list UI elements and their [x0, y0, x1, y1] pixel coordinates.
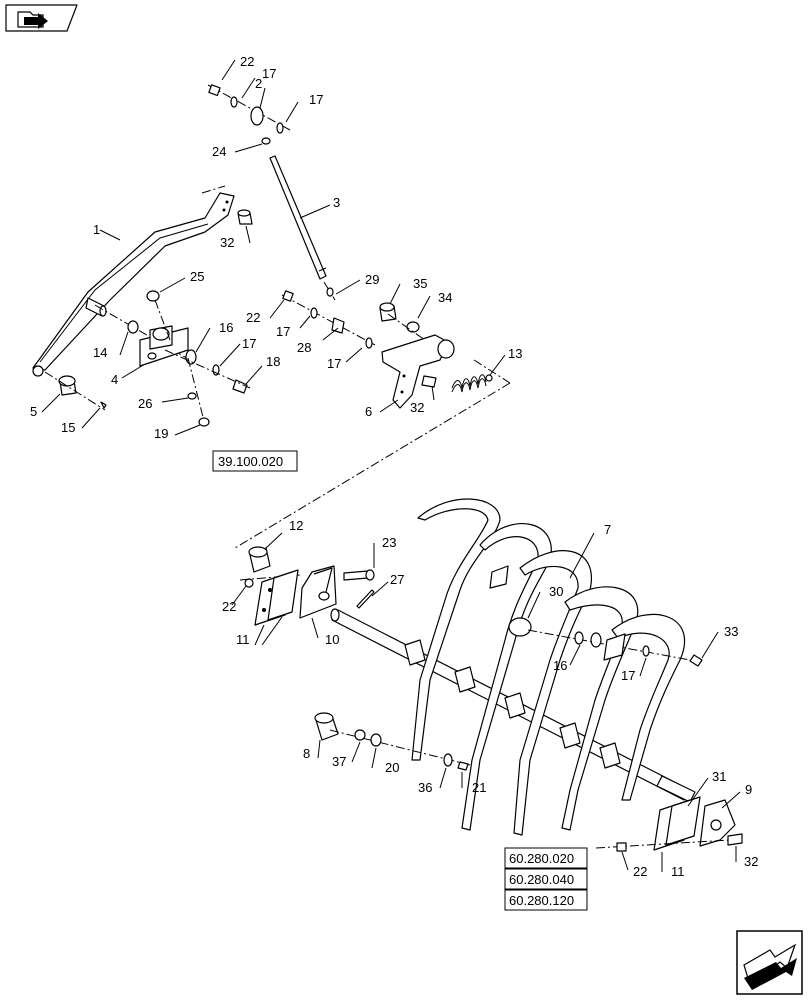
- callout-24: 24: [212, 144, 226, 159]
- svg-text:60.280.120: 60.280.120: [509, 893, 574, 908]
- ref-box-60-280-020[interactable]: 60.280.020: [504, 847, 588, 869]
- callout-16: 16: [219, 320, 233, 335]
- callout-11: 11: [236, 632, 250, 647]
- callout-4: 4: [111, 372, 118, 387]
- callout-29: 29: [365, 272, 379, 287]
- callout-17: 17: [309, 92, 323, 107]
- ref-box-60-280-120[interactable]: 60.280.120: [504, 889, 588, 911]
- callout-19: 19: [154, 426, 168, 441]
- svg-text:39.100.020: 39.100.020: [218, 454, 283, 469]
- callout-2: 2: [255, 76, 262, 91]
- callout-7: 7: [604, 522, 611, 537]
- leader-lines: [41, 59, 741, 872]
- callout-15: 15: [61, 420, 75, 435]
- callout-37: 37: [332, 754, 346, 769]
- tine-group: [404, 498, 686, 836]
- callout-16: 16: [553, 658, 567, 673]
- callout-20: 20: [385, 760, 399, 775]
- callout-32: 32: [744, 854, 758, 869]
- callout-35: 35: [413, 276, 427, 291]
- callout-25: 25: [190, 269, 204, 284]
- callout-23: 23: [382, 535, 396, 550]
- callout-26: 26: [138, 396, 152, 411]
- next-page-arrow-icon[interactable]: [736, 930, 803, 995]
- svg-text:60.280.040: 60.280.040: [509, 872, 574, 887]
- callout-33: 33: [724, 624, 738, 639]
- callout-3: 3: [333, 195, 340, 210]
- folder-arrow-icon[interactable]: [5, 4, 78, 32]
- callout-17: 17: [242, 336, 256, 351]
- callout-6: 6: [365, 404, 372, 419]
- callout-labels: 22 17 2 17 24 3 1 32 25 29 35 34 13 22 1…: [30, 54, 758, 879]
- callout-18: 18: [266, 354, 280, 369]
- ref-box-60-280-040[interactable]: 60.280.040: [504, 868, 588, 890]
- callout-22: 22: [222, 599, 236, 614]
- callout-12: 12: [289, 518, 303, 533]
- callout-31: 31: [712, 769, 726, 784]
- callout-10: 10: [325, 632, 339, 647]
- callout-13: 13: [508, 346, 522, 361]
- callout-17: 17: [262, 66, 276, 81]
- callout-32: 32: [220, 235, 234, 250]
- callout-21: 21: [472, 780, 486, 795]
- callout-22: 22: [633, 864, 647, 879]
- callout-22: 22: [240, 54, 254, 69]
- callout-17: 17: [621, 668, 635, 683]
- callout-11: 11: [671, 864, 685, 879]
- callout-34: 34: [438, 290, 452, 305]
- callout-5: 5: [30, 404, 37, 419]
- svg-text:60.280.020: 60.280.020: [509, 851, 574, 866]
- callout-27: 27: [390, 572, 404, 587]
- callout-9: 9: [745, 782, 752, 797]
- callout-17: 17: [276, 324, 290, 339]
- callout-17: 17: [327, 356, 341, 371]
- callout-1: 1: [93, 222, 100, 237]
- callout-14: 14: [93, 345, 107, 360]
- callout-30: 30: [549, 584, 563, 599]
- callout-22: 22: [246, 310, 260, 325]
- callout-8: 8: [303, 746, 310, 761]
- spring-part: [451, 374, 493, 393]
- callout-36: 36: [418, 780, 432, 795]
- ref-box-39-100-020[interactable]: 39.100.020: [212, 450, 298, 472]
- callout-28: 28: [297, 340, 311, 355]
- callout-32: 32: [410, 400, 424, 415]
